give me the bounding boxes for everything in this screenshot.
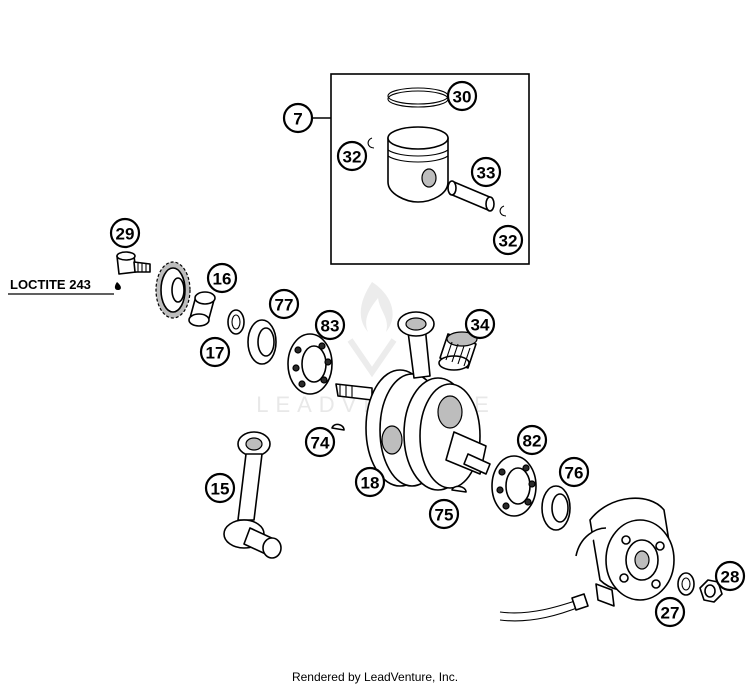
woodruff-key-74 <box>331 423 345 431</box>
svg-text:27: 27 <box>661 604 680 623</box>
washer-17 <box>227 309 245 335</box>
callout-74[interactable]: 74 <box>304 426 336 458</box>
svg-text:32: 32 <box>499 232 518 251</box>
footer-credit: Rendered by LeadVenture, Inc. <box>291 670 459 684</box>
callout-29[interactable]: 29 <box>109 217 141 249</box>
callout-28[interactable]: 28 <box>714 560 746 592</box>
loctite-drop-icon <box>114 282 121 290</box>
piston-ring <box>387 87 449 108</box>
callout-83[interactable]: 83 <box>314 309 346 341</box>
callout-34[interactable]: 34 <box>464 308 496 340</box>
circlip-left <box>367 137 375 149</box>
bolt <box>116 251 151 275</box>
callout-75[interactable]: 75 <box>428 498 460 530</box>
washer-27 <box>677 572 695 596</box>
svg-text:15: 15 <box>211 480 230 499</box>
svg-text:7: 7 <box>293 110 302 129</box>
woodruff-key-75 <box>451 485 467 493</box>
nut <box>699 579 723 603</box>
callout-17[interactable]: 17 <box>199 336 231 368</box>
svg-text:34: 34 <box>471 316 490 335</box>
svg-text:82: 82 <box>523 432 542 451</box>
callout-27[interactable]: 27 <box>654 596 686 628</box>
loctite-note: LOCTITE 243 <box>10 277 91 292</box>
svg-text:18: 18 <box>361 474 380 493</box>
callout-82[interactable]: 82 <box>516 424 548 456</box>
svg-text:77: 77 <box>275 296 294 315</box>
svg-text:28: 28 <box>721 568 740 587</box>
stator-flywheel <box>575 497 675 607</box>
seal-76 <box>541 485 571 531</box>
callout-16[interactable]: 16 <box>206 262 238 294</box>
circlip-right <box>499 205 507 217</box>
connecting-rod <box>223 431 282 559</box>
bearing-83 <box>287 333 333 395</box>
seal-77 <box>247 319 277 365</box>
callout-7[interactable]: 7 <box>282 102 314 134</box>
svg-text:29: 29 <box>116 225 135 244</box>
svg-text:76: 76 <box>565 464 584 483</box>
svg-text:83: 83 <box>321 317 340 336</box>
callout-32-b[interactable]: 32 <box>492 224 524 256</box>
svg-text:17: 17 <box>206 344 225 363</box>
piston-pin <box>447 180 495 212</box>
piston <box>387 126 449 203</box>
svg-text:33: 33 <box>477 164 496 183</box>
svg-text:75: 75 <box>435 506 454 525</box>
wire-connector <box>571 593 589 611</box>
callout-77[interactable]: 77 <box>268 288 300 320</box>
stator-wire <box>499 599 579 614</box>
callout-18[interactable]: 18 <box>354 466 386 498</box>
bearing-82 <box>491 455 537 517</box>
callout-30[interactable]: 30 <box>446 80 478 112</box>
callout-32[interactable]: 32 <box>336 140 368 172</box>
svg-text:16: 16 <box>213 270 232 289</box>
svg-text:32: 32 <box>343 148 362 167</box>
crankshaft <box>335 311 491 491</box>
needle-bearing <box>438 331 478 371</box>
piston-kit-frame <box>330 73 530 265</box>
callout-33[interactable]: 33 <box>470 156 502 188</box>
svg-text:30: 30 <box>453 88 472 107</box>
crank-gear <box>155 261 191 319</box>
callout-76[interactable]: 76 <box>558 456 590 488</box>
bushing <box>188 291 216 327</box>
callout-15[interactable]: 15 <box>204 472 236 504</box>
svg-text:74: 74 <box>311 434 330 453</box>
